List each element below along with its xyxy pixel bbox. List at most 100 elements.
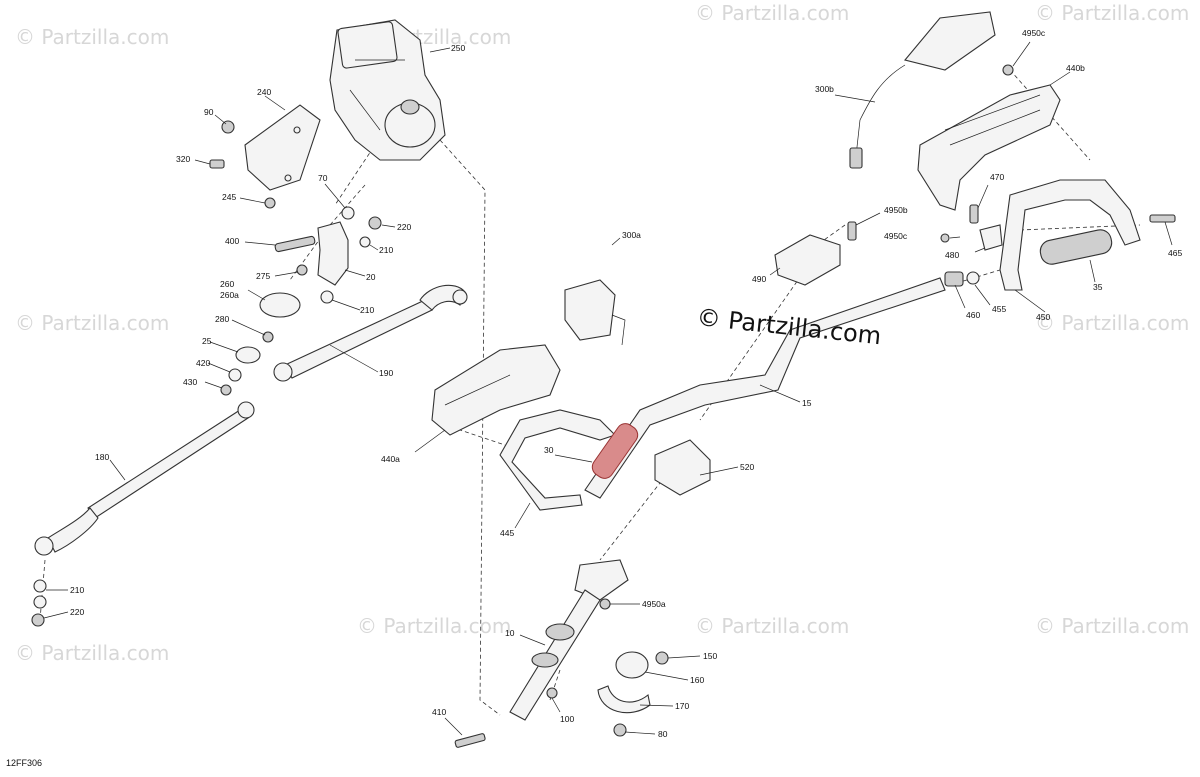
steering-column [509,559,629,721]
tie-rod-upper [273,284,468,382]
washer-210-top [359,236,371,248]
callout-4950c: 4950c [884,231,908,241]
callout-245: 245 [222,192,236,202]
callout-160: 160 [690,675,704,685]
guard-bar-right [999,179,1141,291]
callout-30: 30 [544,445,554,455]
clamp-480 [979,224,1003,251]
watermark: © Partzilla.com [1035,614,1189,638]
watermark: © Partzilla.com [695,614,849,638]
callout-25: 25 [202,336,212,346]
clamp-170 [597,685,651,714]
top-clamp-490 [774,234,841,286]
callout-100: 100 [560,714,574,724]
callout-260: 260 [220,279,234,289]
nut-100 [546,687,558,699]
washer-210-bottom [33,579,47,593]
callout-220: 220 [70,607,84,617]
callout-430: 430 [183,377,197,387]
washer-70 [341,206,355,220]
bolt-465 [1149,214,1176,223]
callout-260a: 260a [220,290,239,300]
bolt-280 [262,331,274,343]
screw-4950a [599,598,611,610]
callout-480: 480 [945,250,959,260]
handguard-right [917,84,1061,211]
nut-430 [220,384,232,396]
bar-end-460 [944,271,964,287]
callout-440b: 440b [1066,63,1085,73]
bushing-160 [615,651,649,679]
callout-320: 320 [176,154,190,164]
callout-445: 445 [500,528,514,538]
callout-15: 15 [802,398,812,408]
assembly-lines [39,69,1141,716]
leader-lines [43,41,1173,736]
callout-450: 450 [1036,312,1050,322]
grip-right [1039,229,1113,265]
tie-rod-lower [34,401,255,556]
watermark: © Partzilla.com [15,25,169,49]
mirror-left [564,279,626,346]
callout-70: 70 [318,173,328,183]
pitman-arm [317,221,349,286]
callout-4950b: 4950b [884,205,908,215]
motor-bracket [244,104,321,191]
bolt-150 [655,651,669,665]
bolt-400 [274,235,316,253]
screw-4950b [847,221,857,241]
callout-470: 470 [990,172,1004,182]
callout-90: 90 [204,107,214,117]
callout-210: 210 [360,305,374,315]
callout-410: 410 [432,707,446,717]
callout-240: 240 [257,87,271,97]
figure-code: 12FF306 [6,758,42,768]
boot-260 [259,292,301,318]
watermark-layer: © Partzilla.com © Partzilla.com © Partzi… [15,1,1189,665]
bolt-245 [264,197,276,209]
callout-4950c: 4950c [1022,28,1046,38]
grip-left [591,423,639,479]
callout-400: 400 [225,236,239,246]
handlebar [584,277,946,499]
callout-80: 80 [658,729,668,739]
watermark: © Partzilla.com [15,311,169,335]
screw-4950c-mid [940,233,950,243]
nut-220-top [368,216,382,230]
callout-labels: 250 240 90 320 245 70 220 400 210 20 275… [70,28,1182,739]
callout-190: 190 [379,368,393,378]
washer-210-mid [320,290,334,304]
washer-455 [966,271,980,285]
callout-300a: 300a [622,230,641,240]
callout-210: 210 [70,585,84,595]
callout-4950a: 4950a [642,599,666,609]
callout-520: 520 [740,462,754,472]
nut-90 [221,120,235,134]
washer-420 [228,368,242,382]
callout-20: 20 [366,272,376,282]
callout-170: 170 [675,701,689,711]
callout-275: 275 [256,271,270,281]
callout-300b: 300b [815,84,834,94]
callout-465: 465 [1168,248,1182,258]
nut-80 [613,723,627,737]
nut-220-bottom [31,613,45,627]
callout-150: 150 [703,651,717,661]
eps-motor-unit [329,19,446,161]
mirror-right [849,11,996,169]
bolt-275 [296,264,308,276]
bolt-320 [209,159,225,169]
guard-bar-left [499,409,617,511]
callout-490: 490 [752,274,766,284]
callout-440a: 440a [381,454,400,464]
handguard-left [431,344,561,436]
fasteners [31,64,1176,748]
callout-460: 460 [966,310,980,320]
callout-220: 220 [397,222,411,232]
callout-180: 180 [95,452,109,462]
washer-210-bottom-2 [33,595,47,609]
callout-10: 10 [505,628,515,638]
callout-420: 420 [196,358,210,368]
screw-4950c-top [1002,64,1014,76]
